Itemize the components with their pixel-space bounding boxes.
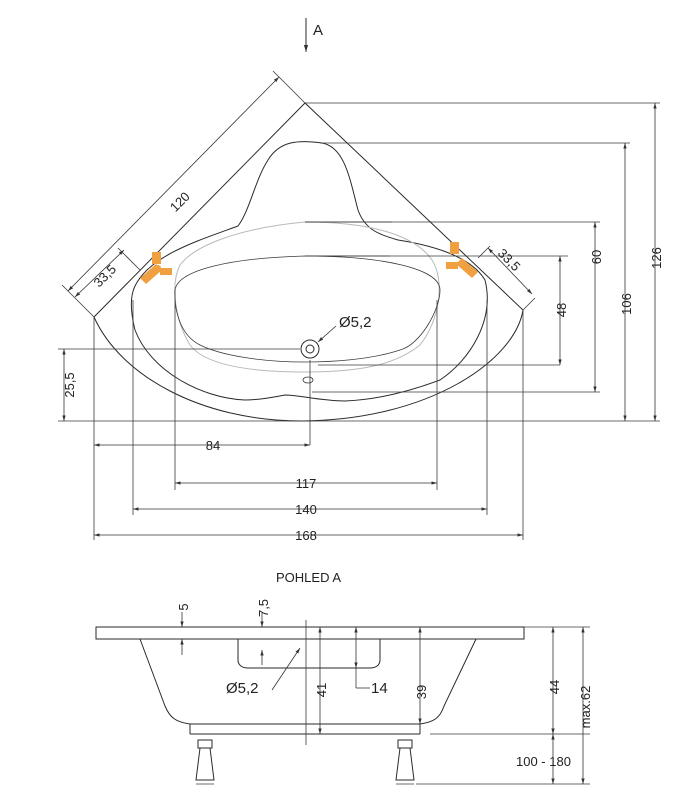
dim-side-7-5: 7,5 <box>256 599 271 665</box>
dim-label-right-33-5: 33,5 <box>495 246 524 275</box>
dim-side-41: 41 <box>314 627 329 734</box>
drain-recess <box>237 639 381 669</box>
dim-bottom-140: 140 <box>133 502 487 517</box>
dim-right-48: 48 <box>554 256 569 365</box>
dim-label-side-41: 41 <box>314 683 329 697</box>
tap-right-icon <box>446 242 478 278</box>
leg-left-icon <box>195 739 215 785</box>
dim-drain-diameter: Ø5,2 <box>317 314 372 343</box>
tub-basin-outline <box>174 221 440 373</box>
dim-label-84: 84 <box>206 438 220 453</box>
dim-side-44: 44 <box>547 627 562 734</box>
tub-body <box>139 638 477 725</box>
leg-right-icon <box>395 739 415 785</box>
view-arrow-label: A <box>313 22 323 39</box>
top-view: 120 33,5 33,5 Ø5,2 25,5 48 <box>58 70 664 543</box>
dim-label-side-legs-range: 100 - 180 <box>516 754 571 769</box>
dim-label-side-max-62: max.62 <box>578 686 593 729</box>
dim-label-168: 168 <box>295 528 317 543</box>
dim-label-left-33-5: 33,5 <box>91 262 120 291</box>
dim-diagonal-right-33-5: 33,5 <box>477 246 536 311</box>
view-arrow-a: A <box>303 18 323 52</box>
dim-bottom-84: 84 <box>94 438 310 453</box>
dim-bottom-117: 117 <box>175 476 437 491</box>
dim-right-60: 60 <box>589 222 604 392</box>
dim-diagonal-left-33-5: 33,5 <box>74 247 141 298</box>
dim-label-side-44: 44 <box>547 680 562 694</box>
dim-left-25-5: 25,5 <box>62 349 77 421</box>
dim-bottom-168: 168 <box>94 528 523 543</box>
dim-side-14: 14 <box>354 627 388 697</box>
dim-label-106: 106 <box>619 293 634 315</box>
dim-side-max-62: max.62 <box>578 627 593 784</box>
dim-label-117: 117 <box>296 476 317 491</box>
tub-floor-outline <box>174 255 441 363</box>
dim-side-legs-range: 100 - 180 <box>516 734 571 784</box>
dim-side-39: 39 <box>414 627 429 724</box>
drain-icon <box>300 339 320 384</box>
dim-right-106: 106 <box>619 143 634 421</box>
dim-label-140: 140 <box>295 502 317 517</box>
dim-label-side-14: 14 <box>371 680 388 697</box>
dim-label-side-7-5: 7,5 <box>256 599 271 617</box>
dim-label-side-drain: Ø5,2 <box>226 680 259 697</box>
dim-side-5: 5 <box>176 603 191 655</box>
dim-label-48: 48 <box>554 303 569 317</box>
dim-label-126: 126 <box>649 247 664 269</box>
side-view: POHLED A 5 <box>95 570 593 785</box>
dim-side-drain: Ø5,2 <box>226 647 301 697</box>
dim-right-126: 126 <box>649 103 664 421</box>
dim-label-drain: Ø5,2 <box>339 314 372 331</box>
dim-label-60: 60 <box>589 250 604 264</box>
dim-label-side-5: 5 <box>176 603 191 610</box>
tub-rim <box>95 626 525 640</box>
dim-label-25-5: 25,5 <box>62 372 77 397</box>
tap-left-icon <box>140 252 172 284</box>
dim-label-120: 120 <box>167 189 193 215</box>
side-view-title: POHLED A <box>276 570 341 585</box>
dim-label-side-39: 39 <box>414 685 429 699</box>
